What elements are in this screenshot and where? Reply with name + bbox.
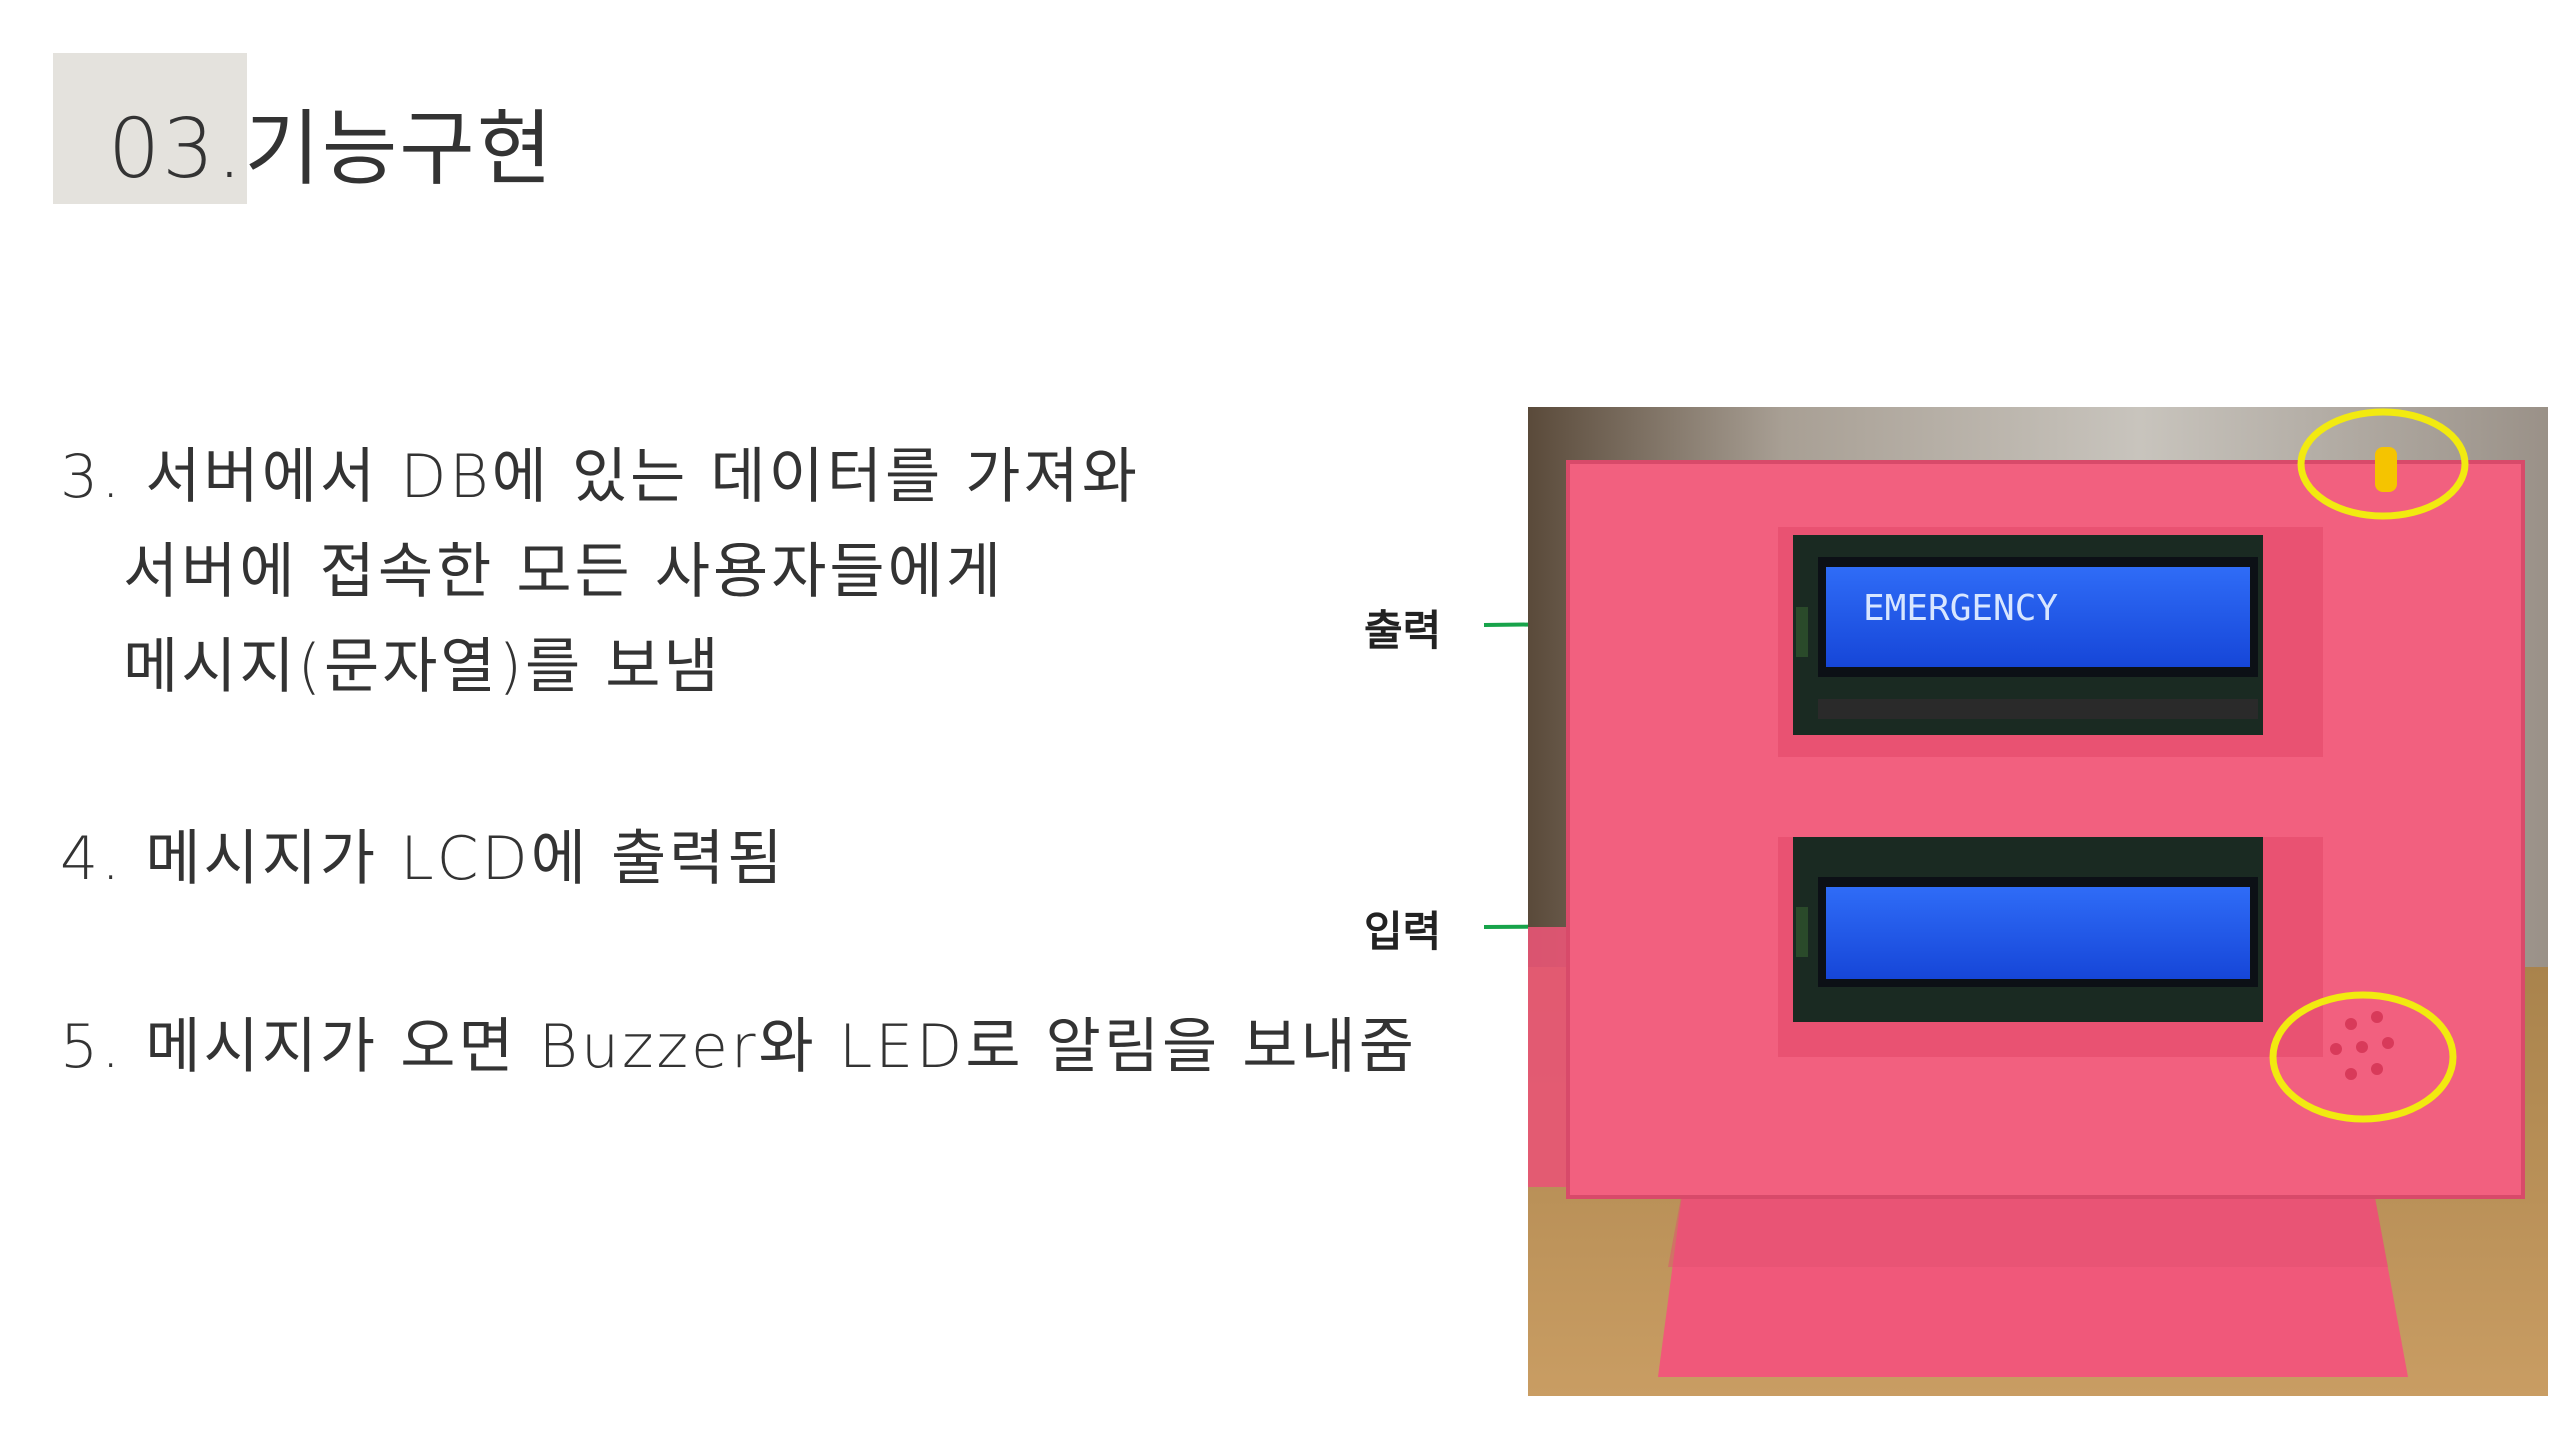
led-highlight: [2297, 408, 2469, 520]
lcd-screen-bottom: [1826, 887, 2250, 979]
lcd-screen-top: [1826, 567, 2250, 667]
input-callout-label: 입력: [1364, 907, 1442, 956]
step-3-line-2: 서버에 접속한 모든 사용자들에게: [123, 537, 1005, 607]
buzzer-holes: [2330, 1011, 2394, 1080]
step-5-line: 5. 메시지가 오면 Buzzer와 LED로 알림을 보내줌: [60, 1012, 1417, 1082]
output-callout-label: 출력: [1364, 606, 1442, 655]
title-background: [53, 53, 247, 204]
buzzer-highlight: [2269, 991, 2457, 1123]
step-4-line: 4. 메시지가 LCD에 출력됨: [60, 824, 786, 894]
lcd-top-text: EMERGENCY: [1863, 588, 2058, 629]
step-3-line-3: 메시지(문자열)를 보냄: [123, 632, 722, 702]
page-title: 03.기능구현: [108, 102, 555, 197]
led: [2375, 447, 2397, 492]
device-photo: EMERGENCY: [1528, 407, 2548, 1396]
step-3-line-1: 3. 서버에서 DB에 있는 데이터를 가져와: [60, 442, 1140, 512]
